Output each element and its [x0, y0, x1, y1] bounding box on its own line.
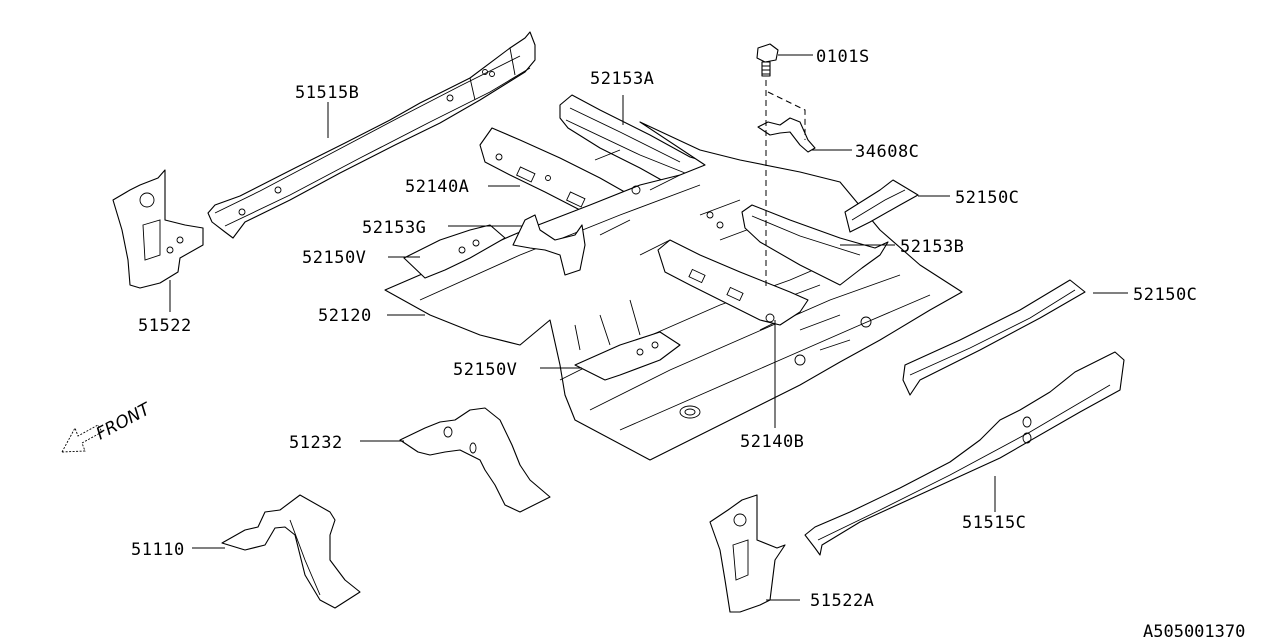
part-bracket[interactable] — [757, 117, 816, 153]
part-seat-bracket[interactable] — [512, 214, 586, 276]
part-seat-reinforcement-right[interactable] — [574, 331, 681, 381]
callout-52150V-lower[interactable]: 52150V — [453, 360, 517, 380]
part-crossmember-rear[interactable] — [657, 239, 809, 326]
front-direction-indicator: FRONT — [61, 399, 155, 453]
drawing-code: A505001370 — [1143, 622, 1245, 640]
part-floor-panel[interactable] — [384, 121, 963, 461]
front-label: FRONT — [93, 399, 155, 445]
callout-52150V-upper[interactable]: 52150V — [302, 248, 366, 268]
callout-51232[interactable]: 51232 — [289, 433, 343, 453]
part-tunnel-reinforcement-front[interactable] — [221, 494, 361, 609]
callout-52140B[interactable]: 52140B — [740, 432, 804, 452]
part-seat-reinforcement-left[interactable] — [403, 224, 506, 279]
part-side-sill-left[interactable] — [207, 31, 536, 239]
part-floor-frame-rear-lower[interactable] — [902, 279, 1086, 396]
part-pillar-lower-right[interactable] — [709, 494, 786, 613]
callout-51522A[interactable]: 51522A — [810, 591, 874, 611]
leader-lines — [169, 54, 1128, 601]
callout-52140A[interactable]: 52140A — [405, 177, 469, 197]
callout-52120[interactable]: 52120 — [318, 306, 372, 326]
part-tunnel-reinforcement-rear[interactable] — [399, 407, 551, 513]
callout-51522[interactable]: 51522 — [138, 316, 192, 336]
part-floor-crossmember-rear[interactable] — [741, 204, 889, 286]
part-floor-crossmember-front[interactable] — [559, 94, 708, 183]
callout-52150C-upper[interactable]: 52150C — [955, 188, 1019, 208]
part-flange-bolt[interactable] — [756, 43, 779, 77]
bracket-guide-line — [767, 91, 806, 140]
callout-52153G[interactable]: 52153G — [362, 218, 426, 238]
callout-51110[interactable]: 51110 — [131, 540, 185, 560]
callout-51515C[interactable]: 51515C — [962, 513, 1026, 533]
front-arrow-icon — [61, 424, 103, 453]
callout-0101S[interactable]: 0101S — [816, 47, 870, 67]
part-side-sill-right[interactable] — [804, 351, 1125, 556]
callout-52153B[interactable]: 52153B — [900, 237, 964, 257]
callout-51515B[interactable]: 51515B — [295, 83, 359, 103]
part-floor-frame-rear-upper[interactable] — [844, 179, 919, 233]
callout-52150C-lower[interactable]: 52150C — [1133, 285, 1197, 305]
part-pillar-lower-left[interactable] — [112, 169, 204, 289]
callout-52153A[interactable]: 52153A — [590, 69, 654, 89]
callout-34608C[interactable]: 34608C — [855, 142, 919, 162]
